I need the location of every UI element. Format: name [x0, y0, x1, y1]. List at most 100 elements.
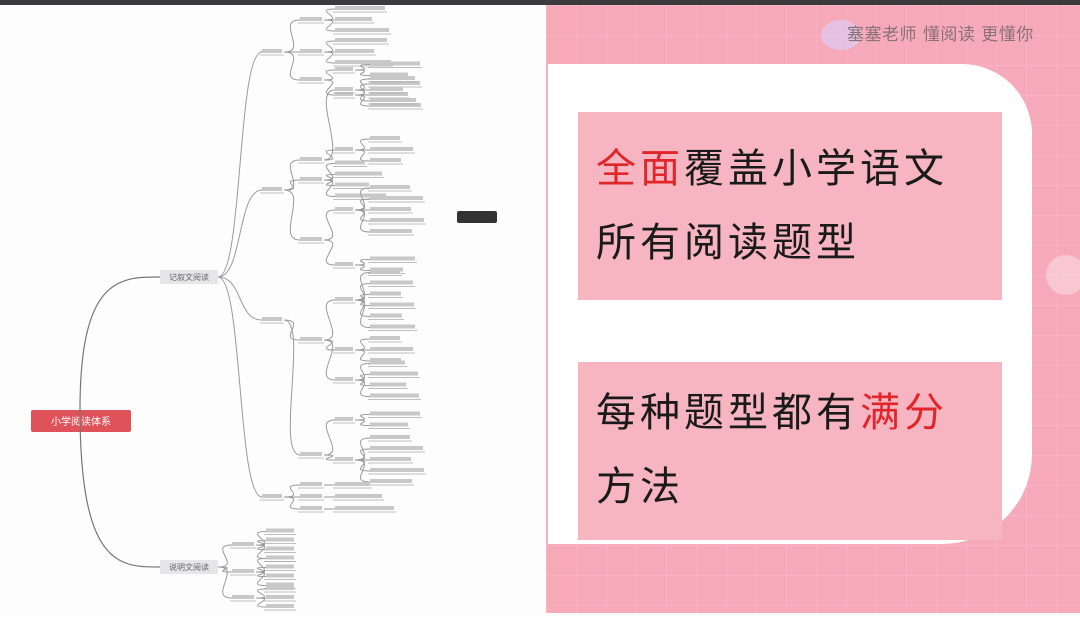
mindmap-node-label [335, 506, 394, 510]
card-text: 方法 [596, 464, 684, 510]
mindmap-node-label [266, 546, 294, 551]
mindmap-node-label [266, 564, 294, 569]
connector-line [283, 496, 301, 510]
mindmap-node-label [370, 256, 415, 261]
mindmap-node-label [335, 182, 369, 187]
mindmap-node-label [370, 291, 401, 296]
mindmap-node-label [335, 347, 353, 351]
mindmap-branch-node [160, 270, 218, 284]
mindmap-node-label [262, 494, 282, 498]
mindmap-node-label [266, 582, 294, 587]
connector-line [323, 51, 336, 64]
mindmap-node-label [300, 494, 322, 498]
connector-line [283, 159, 301, 191]
connector-line [283, 484, 301, 498]
mindmap-node-label [300, 482, 322, 486]
mindmap-node-label [335, 207, 353, 211]
connector-line [255, 588, 267, 599]
mindmap-tag [457, 211, 497, 223]
mindmap-node-label [370, 446, 423, 450]
mindmap-node-label [370, 479, 412, 483]
mindmap-node-label [370, 147, 413, 151]
mindmap-node-label [232, 542, 254, 546]
connector-line [354, 419, 371, 426]
connector-line [323, 209, 336, 241]
mindmap-node-label [370, 435, 410, 439]
card-text: 覆盖小学语文所有阅读题型 [596, 146, 948, 266]
mindmap-node-label [262, 317, 282, 321]
mindmap-node-label [300, 337, 322, 341]
mindmap-node-label [370, 207, 411, 211]
connector-line [217, 189, 263, 278]
connector-line [283, 51, 301, 81]
watermark: 塞塞老师 懂阅读 更懂你 [847, 25, 1034, 45]
mindmap-node-label [370, 324, 415, 329]
mindmap-node-label [370, 468, 424, 472]
connector-line [354, 69, 371, 76]
mindmap-node-label [335, 38, 387, 42]
mindmap-node-label [370, 98, 416, 102]
connector-line [354, 414, 371, 421]
connector-line [323, 339, 336, 381]
mindmap-node-label [266, 528, 294, 533]
mindmap-root-node [31, 410, 131, 432]
mindmap-node-label [370, 87, 403, 91]
card-highlight: 满分 [860, 390, 948, 436]
mindmap-node-label [300, 177, 322, 181]
mindmap-node-label [335, 297, 353, 301]
mindmap-node-label [335, 160, 365, 165]
mindmap-branch-label: 记叙文阅读 [169, 272, 209, 282]
connector-line [354, 138, 371, 151]
decor-bubble [821, 20, 861, 50]
connector-line [354, 89, 371, 102]
connector-line [354, 149, 371, 162]
mindmap-node-label [335, 482, 370, 486]
connector-line [217, 566, 233, 599]
connector-line [323, 69, 336, 81]
mindmap-node-label [370, 103, 421, 107]
mindmap-node-label [266, 586, 294, 590]
top-bar [0, 0, 1080, 5]
connector-line [354, 299, 371, 328]
connector-line [283, 179, 301, 191]
connector-line [354, 64, 371, 71]
mindmap-node-label [370, 158, 401, 162]
mindmap-node-label [335, 147, 353, 151]
mindmap-node-label [370, 360, 405, 365]
mindmap-node-label [300, 506, 322, 510]
connector-line [323, 89, 336, 161]
decor-bubble [1046, 255, 1080, 295]
mindmap-node-label [370, 196, 423, 200]
connector-line [354, 349, 371, 362]
connector-line [255, 571, 267, 586]
mindmap-node-label [335, 92, 353, 96]
connector-line [323, 149, 336, 161]
mindmap-node-label [300, 77, 322, 81]
connector-line [354, 459, 371, 483]
connector-line [354, 209, 371, 233]
mindmap-node-label [335, 67, 353, 71]
mindmap-node-label [300, 17, 322, 21]
mindmap-node-label [370, 358, 401, 362]
mindmap-node-label [300, 49, 322, 53]
feature-card-coverage: 全面覆盖小学语文所有阅读题型 [578, 112, 1002, 300]
mindmap-root-label: 小学阅读体系 [51, 415, 111, 428]
connector-line [217, 566, 233, 573]
mindmap-node-label [370, 302, 414, 307]
mindmap-node-label [370, 185, 410, 189]
connector-line [217, 51, 263, 278]
connector-line [283, 319, 301, 456]
mindmap-node-label [262, 49, 282, 53]
connector-line [354, 264, 371, 271]
mindmap-node-label [300, 157, 322, 161]
connector-line [323, 40, 336, 53]
mindmap-node-label [266, 555, 294, 560]
mindmap-node-label [370, 76, 415, 80]
mindmap-node-label [266, 573, 294, 578]
mindmap-node-label [370, 229, 412, 233]
mindmap-node-label [300, 452, 322, 456]
mindmap-node-label [335, 417, 353, 421]
connector-line [217, 544, 233, 568]
connector-line [354, 379, 371, 397]
mindmap-node-label [335, 193, 386, 198]
